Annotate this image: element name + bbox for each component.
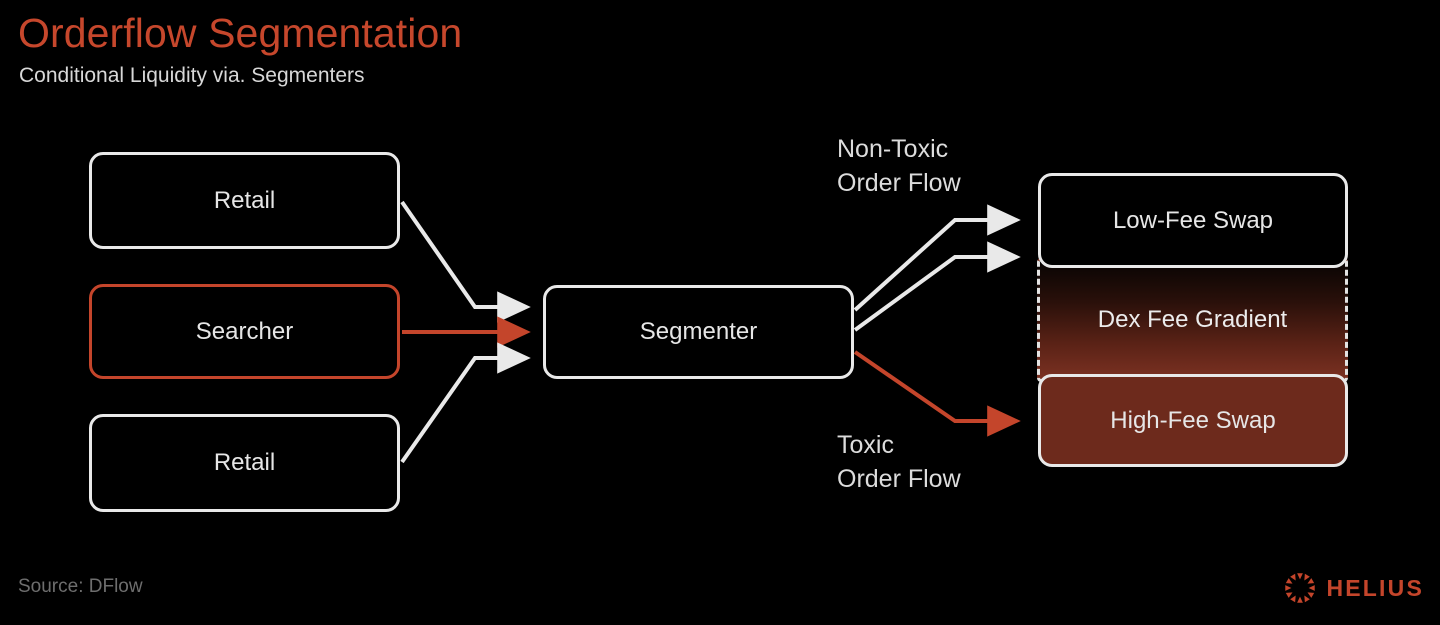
node-segmenter[interactable]: Segmenter [543, 285, 854, 379]
node-label: Low-Fee Swap [1112, 206, 1274, 234]
page-title: Orderflow Segmentation [18, 10, 463, 56]
node-retail-bottom[interactable]: Retail [89, 414, 400, 512]
arrow-retail-top-to-segmenter [400, 200, 531, 323]
brand-lockup: HELIUS [1284, 572, 1424, 604]
page-subtitle: Conditional Liquidity via. Segmenters [19, 64, 365, 87]
node-searcher[interactable]: Searcher [89, 284, 400, 379]
arrow-segmenter-to-high-fee-swap [853, 350, 1021, 437]
node-label: Searcher [195, 317, 294, 345]
brand-name: HELIUS [1326, 574, 1424, 601]
node-label: High-Fee Swap [1110, 406, 1276, 434]
helius-sunburst-icon [1285, 573, 1316, 603]
node-label: Dex Fee Gradient [1097, 306, 1288, 333]
node-low-fee-swap[interactable]: Low-Fee Swap [1038, 173, 1348, 268]
flow-label-toxic: Toxic Order Flow [837, 431, 961, 493]
node-label: Segmenter [639, 318, 758, 345]
node-label: Retail [213, 449, 276, 476]
arrow-segmenter-to-low-fee-swap-upper [853, 204, 1021, 312]
node-retail-top[interactable]: Retail [89, 152, 400, 249]
node-high-fee-swap[interactable]: High-Fee Swap [1038, 374, 1348, 467]
source-credit: Source: DFlow [18, 576, 143, 597]
arrow-retail-bottom-to-segmenter [400, 342, 531, 464]
arrow-segmenter-to-low-fee-swap-lower [853, 241, 1021, 332]
flow-label-non-toxic: Non-Toxic Order Flow [837, 135, 961, 197]
node-label: Retail [213, 186, 276, 214]
node-dex-fee-gradient[interactable]: Dex Fee Gradient [1037, 258, 1348, 382]
